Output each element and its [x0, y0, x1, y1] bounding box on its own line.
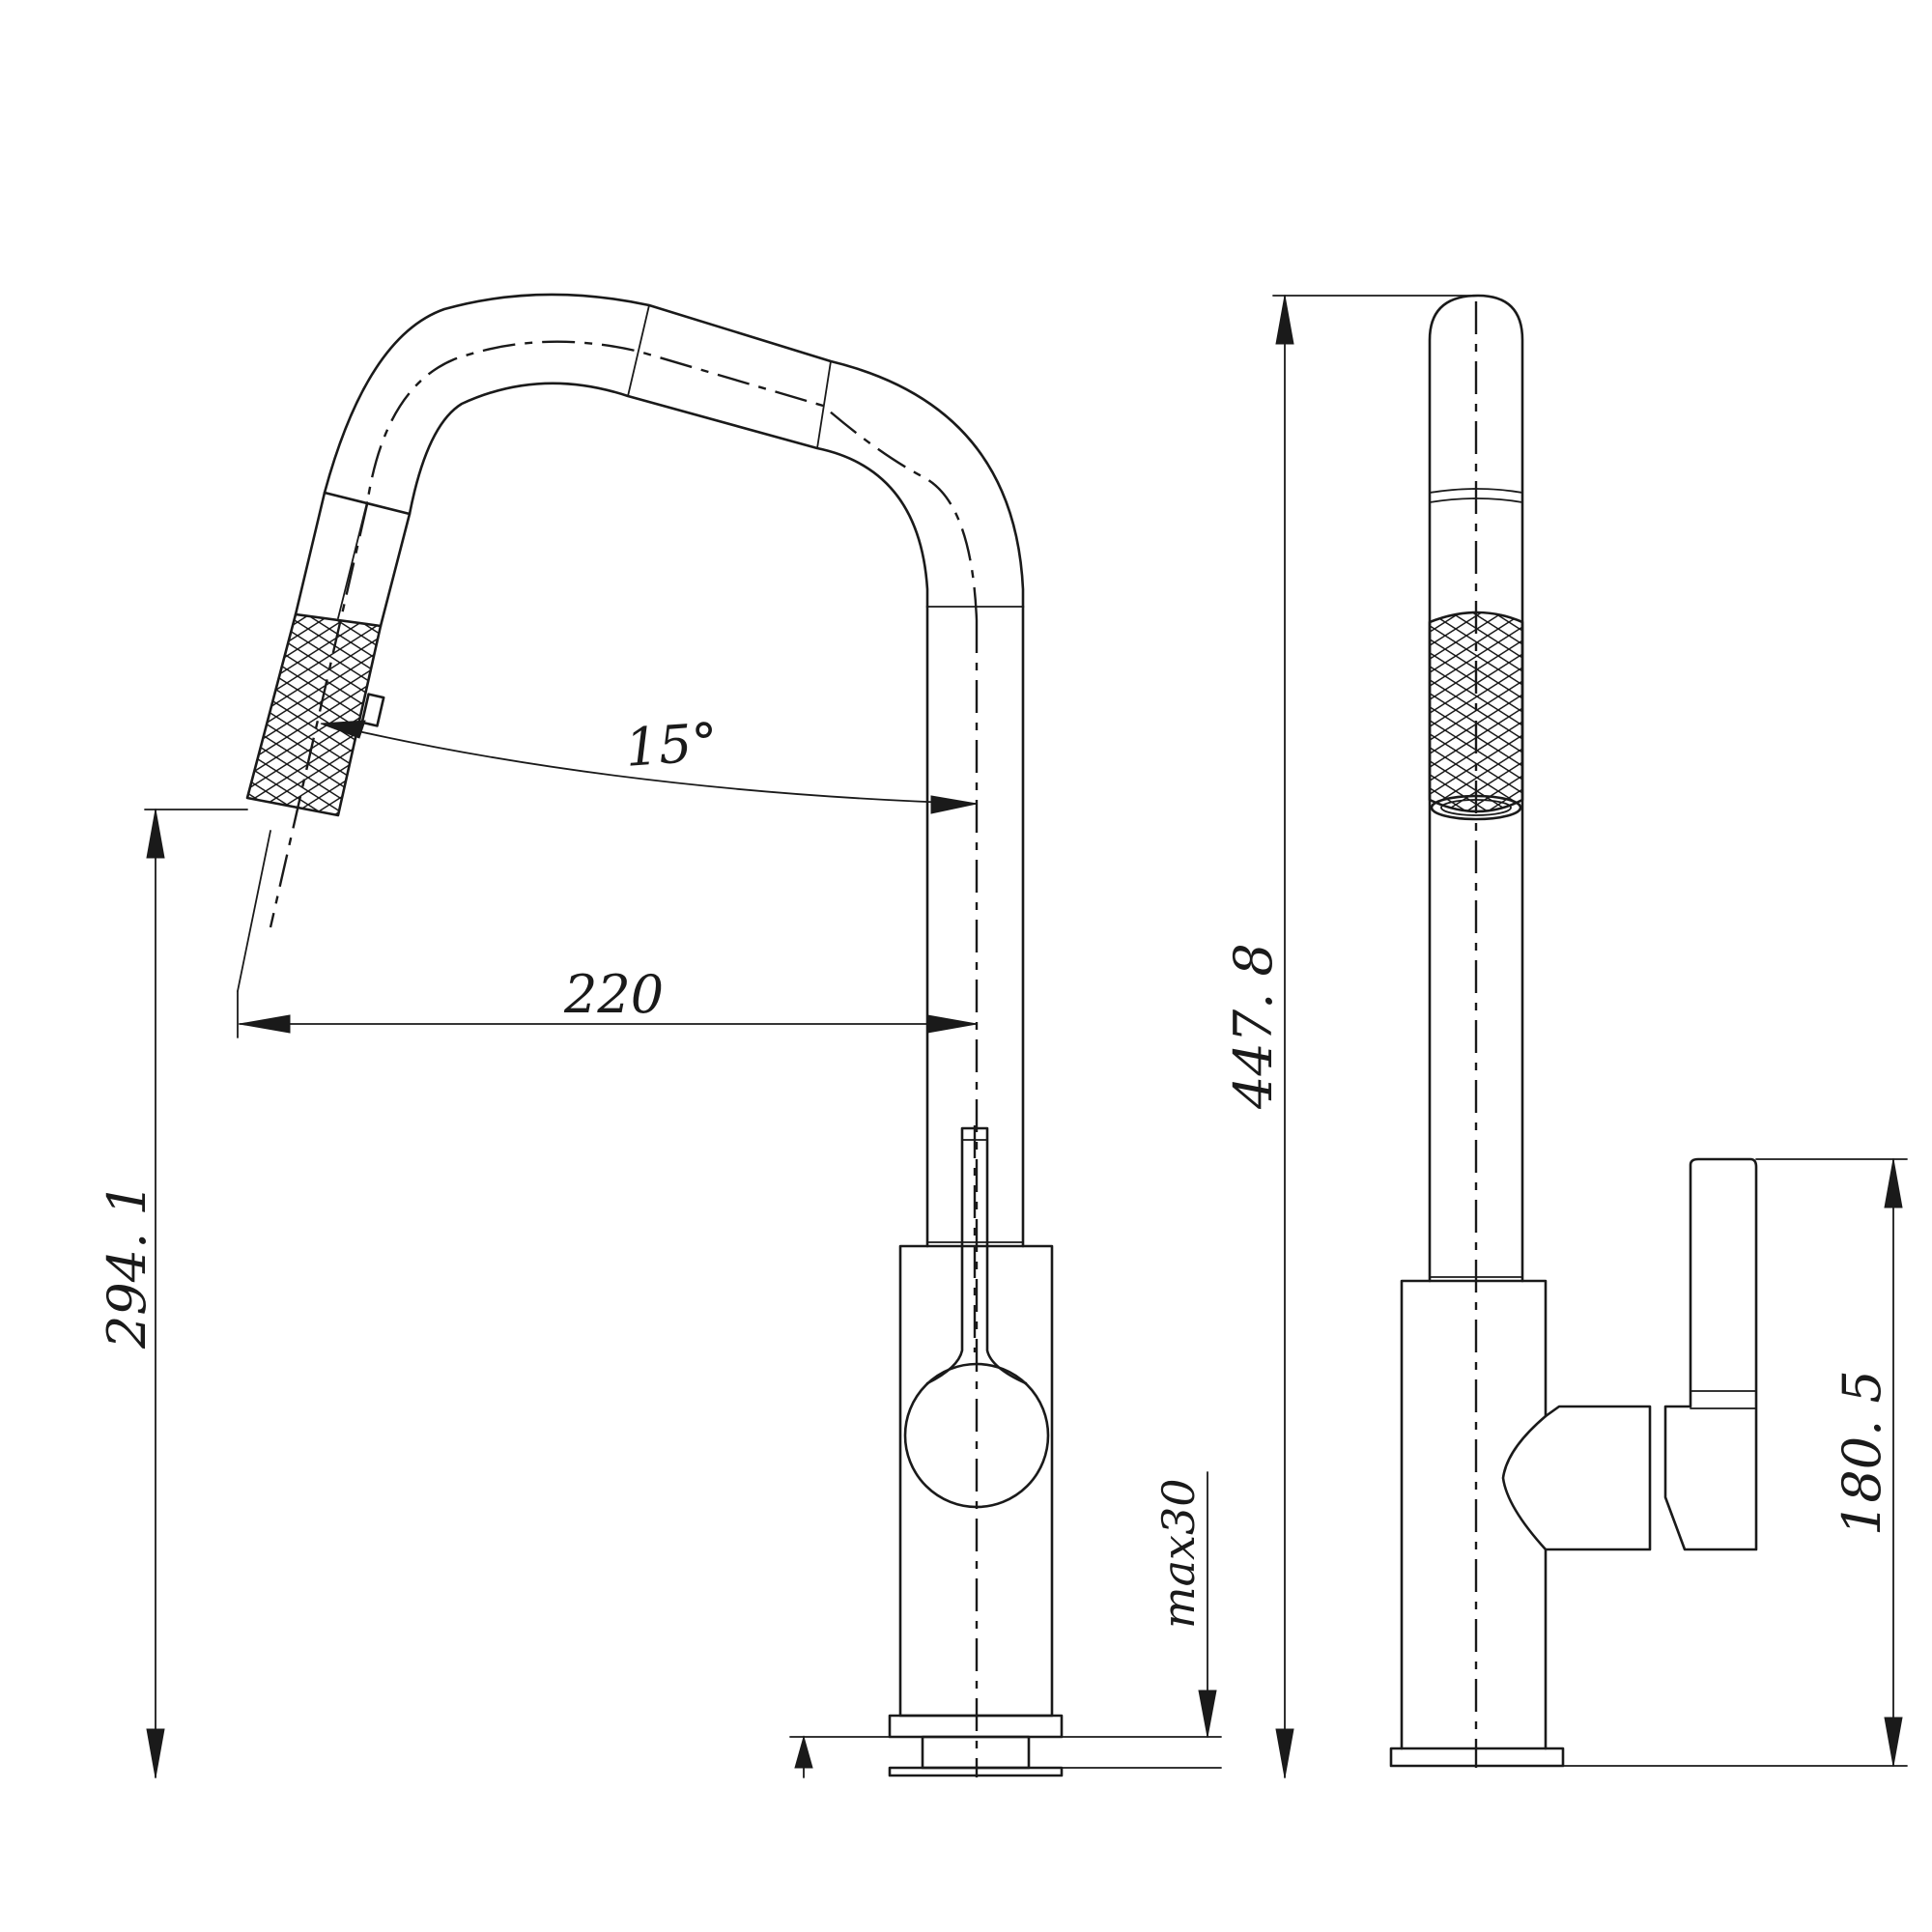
side-handle-band — [1690, 1390, 1757, 1409]
front-view — [237, 293, 1064, 1777]
spray-height-label: 294. 1 — [97, 1182, 157, 1350]
total-height-arrow-bottom — [1275, 1728, 1294, 1778]
deck-arrow-top — [1198, 1690, 1217, 1738]
front-spout-outer — [323, 293, 1025, 609]
reach-arrow-left — [239, 1014, 291, 1034]
angle-arc-arrow-left — [320, 720, 366, 739]
front-spout-joint-1 — [627, 304, 650, 397]
total-height-label: 447. 8 — [1223, 943, 1284, 1110]
front-spout-inner — [408, 382, 929, 609]
side-body — [1400, 1279, 1548, 1750]
total-height-arrow-top — [1275, 295, 1294, 345]
reach-arrow-right — [926, 1014, 978, 1034]
front-spout-joint-2 — [816, 360, 832, 449]
handle-height-arrow-top — [1884, 1158, 1903, 1208]
angle-label: 15° — [623, 711, 720, 779]
front-sprayhead-button — [360, 693, 385, 727]
side-knurl — [1430, 612, 1522, 811]
front-sprayhead-knurl — [247, 614, 381, 815]
deck-arrow-bottom — [794, 1735, 813, 1769]
front-spray-axis-ext — [237, 830, 271, 992]
side-handle-lever — [1663, 1157, 1758, 1551]
front-centerline-sprayhead — [269, 503, 369, 928]
side-handle-connector — [1501, 1405, 1652, 1551]
front-dimensions: 15° 220 294. 1 max30 — [97, 711, 1222, 1778]
reach-label: 220 — [563, 964, 664, 1025]
front-handle-lever — [925, 1126, 1028, 1385]
angle-arc-15 — [327, 724, 978, 805]
deck-label: max30 — [1152, 1478, 1205, 1629]
front-centerline-spout — [365, 340, 979, 621]
side-view — [1389, 294, 1758, 1768]
spray-height-arrow-top — [146, 809, 165, 859]
angle-arc-arrow-right — [930, 795, 978, 814]
spray-height-arrow-bottom — [146, 1728, 165, 1778]
handle-height-label: 180. 5 — [1832, 1370, 1892, 1536]
handle-height-arrow-bottom — [1884, 1717, 1903, 1767]
side-dimensions: 447. 8 180. 5 — [1223, 295, 1908, 1778]
